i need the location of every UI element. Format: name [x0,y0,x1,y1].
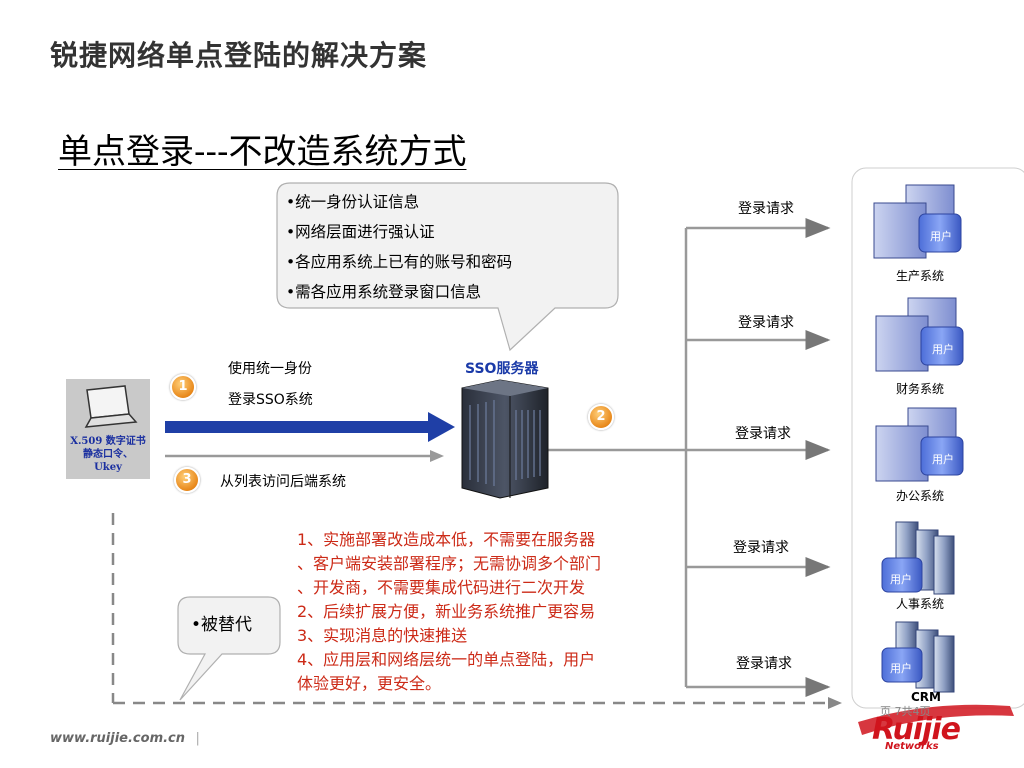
system-name-finance: 财务系统 [895,382,944,396]
office-system-icon [875,407,964,482]
replaced-callout [177,596,281,701]
footer-url[interactable]: www.ruijie.com.cn | [50,731,200,746]
system-name-crm: CRM [911,690,941,704]
crm-system-icon [881,621,955,693]
step-1-badge: 1 [170,374,196,400]
auth-method-ukey: Ukey [94,462,122,473]
db-user-tag-2: 用户 [932,343,954,356]
db-user-tag-3: 用户 [932,453,954,466]
info-callout-bubble [276,182,619,352]
page-indicator: 页 7共4页 [880,705,931,718]
logo-swoosh [858,704,1014,735]
db-user-tag-5: 用户 [890,662,912,675]
benefit-line-2: 、客户端安装部署程序；无需协调多个部门 [297,554,602,573]
system-name-hr: 人事系统 [895,597,944,611]
login-request-label-4: 登录请求 [733,540,789,556]
login-request-label-2: 登录请求 [738,315,794,331]
benefit-line-1: 1、实施部署改造成本低，不需要在服务器 [297,530,596,549]
step-1-label-line2: 登录SSO系统 [228,392,313,408]
callout-item-4: •需各应用系统登录窗口信息 [286,283,482,301]
callout-item-1: •统一身份认证信息 [286,193,420,211]
production-system-icon [873,184,962,259]
step-2-badge: 2 [588,404,614,430]
client-laptop-icon [66,379,150,479]
db-user-tag-4: 用户 [890,573,912,586]
page-title: 锐捷网络单点登陆的解决方案 [50,39,428,72]
step-3-badge: 3 [174,467,200,493]
db-user-tag-1: 用户 [930,230,952,243]
benefit-line-3: 、开发商，不需要集成代码进行二次开发 [297,578,586,597]
sso-server-icon [461,379,549,499]
footer-url-text[interactable]: www.ruijie.com.cn [50,731,186,746]
callout-item-2: •网络层面进行强认证 [286,223,435,241]
step-3-label: 从列表访问后端系统 [220,474,346,490]
benefit-line-4: 2、后续扩展方便，新业务系统推广更容易 [297,602,596,621]
login-request-label-1: 登录请求 [738,201,794,217]
benefit-line-5: 3、实现消息的快速推送 [297,626,468,645]
ruijie-logo-sub: Networks [885,741,939,752]
auth-method-cert: X.509 数字证书 [70,436,146,447]
replaced-label: •被替代 [191,615,253,635]
hr-system-icon [881,521,955,595]
step-1-label-line1: 使用统一身份 [228,361,312,377]
ruijie-logo: Ruijie [872,712,961,747]
slide-subtitle: 单点登录---不改造系统方式 [58,132,467,172]
benefit-line-6: 4、应用层和网络层统一的单点登陆，用户 [297,650,596,669]
replaced-dashed-path [111,513,842,709]
footer-separator: | [195,731,200,746]
auth-method-static: 静态口令、 [83,449,133,460]
benefit-line-7: 体验更好，更安全。 [297,674,442,693]
system-name-production: 生产系统 [895,269,944,283]
callout-item-3: •各应用系统上已有的账号和密码 [286,253,513,271]
client-auth-methods: X.509 数字证书 静态口令、 Ukey [66,435,150,474]
login-request-label-5: 登录请求 [736,656,792,672]
system-name-office: 办公系统 [895,489,944,503]
sso-server-label: SSO服务器 [465,361,539,377]
login-request-label-3: 登录请求 [735,426,791,442]
benefits-list: 1、实施部署改造成本低，不需要在服务器 、客户端安装部署程序；无需协调多个部门 … [297,528,677,696]
finance-system-icon [875,297,964,372]
login-sso-arrow [165,412,455,442]
